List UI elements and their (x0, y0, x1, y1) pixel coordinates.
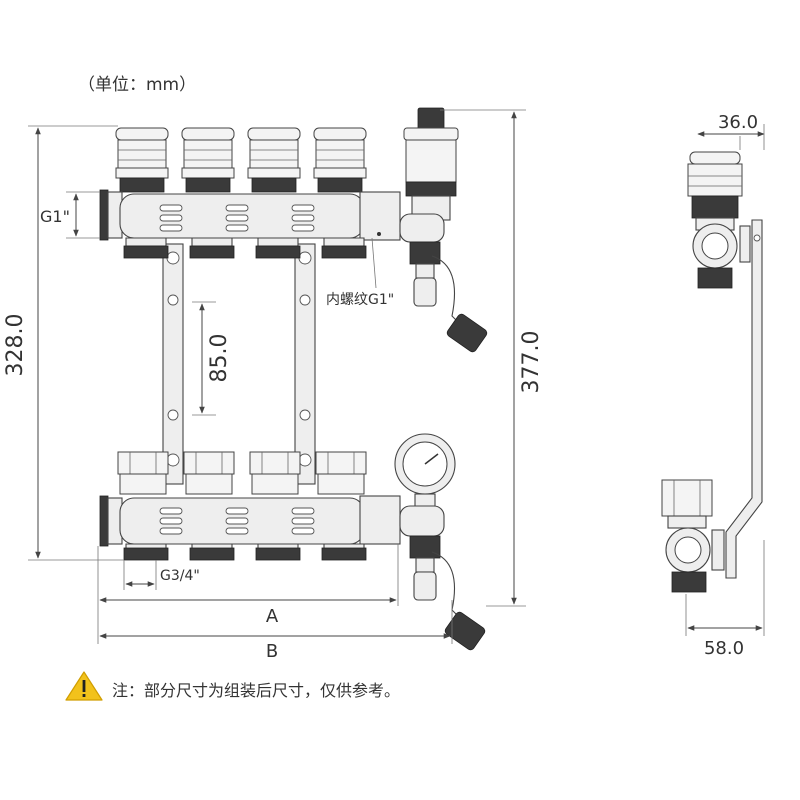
lower-manifold (99, 433, 486, 651)
dimension-b: B (266, 641, 278, 662)
actuator-caps (115, 127, 367, 193)
dimension-g34: G3/4" (160, 568, 200, 584)
front-view: 328.0 G1" 85.0 内螺纹G1" 377.0 G3/4" A B (3, 107, 544, 662)
dimension-377: 377.0 (519, 331, 544, 394)
side-view: 36.0 58.0 (661, 112, 765, 659)
dimension-g1: G1" (40, 207, 70, 226)
upper-manifold (99, 107, 488, 353)
dimension-a: A (266, 606, 279, 627)
warning-triangle-icon (65, 671, 103, 701)
note: 注：部分尺寸为组装后尺寸，仅供参考。 (65, 671, 400, 701)
unit-label: （单位：mm） (78, 75, 196, 95)
dimension-85: 85.0 (207, 334, 232, 383)
inner-thread-label: 内螺纹G1" (326, 292, 394, 308)
note-text: 注：部分尺寸为组装后尺寸，仅供参考。 (112, 681, 400, 700)
support-bracket-right (294, 243, 316, 485)
pressure-gauge (394, 433, 486, 651)
air-vent (399, 107, 488, 353)
side-dimension-58: 58.0 (704, 638, 744, 659)
dimension-328: 328.0 (3, 314, 28, 377)
support-bracket-left (162, 243, 184, 485)
side-dimension-36: 36.0 (718, 112, 758, 133)
